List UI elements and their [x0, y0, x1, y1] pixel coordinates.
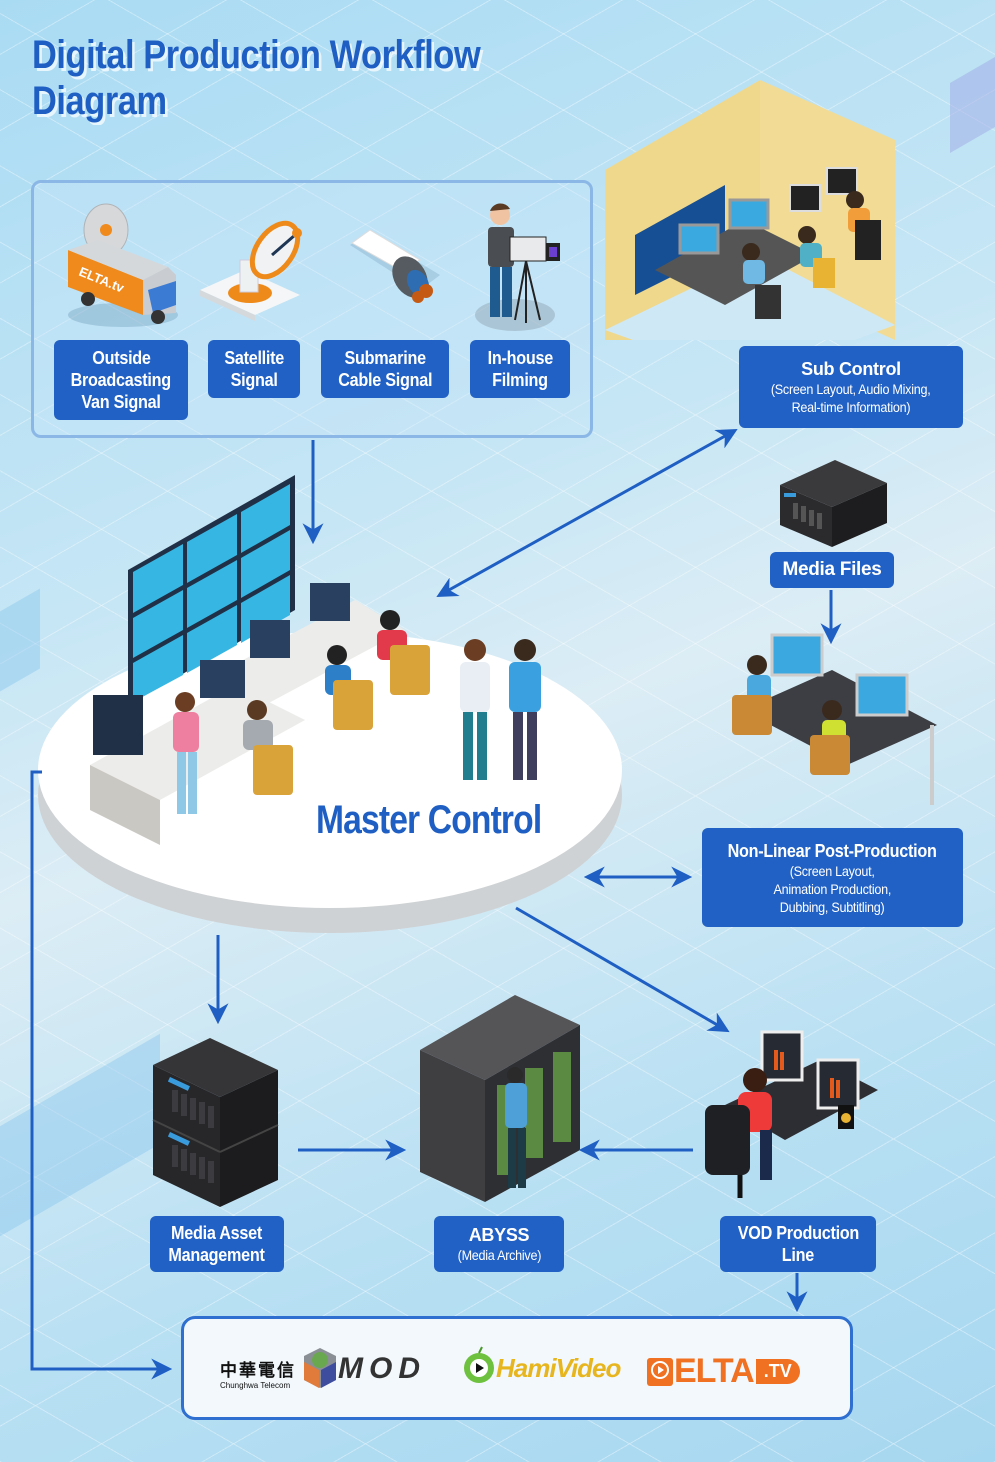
title-line-2: Diagram — [32, 79, 167, 123]
label-line: In-house — [487, 348, 553, 368]
vod-editor-illustration — [705, 1030, 878, 1198]
chunghwa-telecom-logo: 中華電信 Chunghwa Telecom — [220, 1356, 296, 1390]
media-files-label: Media Files — [770, 552, 894, 588]
post-production-detail: Animation Production, — [773, 880, 892, 897]
chunghwa-telecom-en: Chunghwa Telecom — [220, 1381, 291, 1390]
post-production-title: Non-Linear Post-Production — [728, 840, 937, 861]
abyss-detail: (Media Archive) — [457, 1247, 541, 1263]
master-control-room-illustration — [38, 475, 622, 933]
abyss-label: ABYSS (Media Archive) — [434, 1216, 564, 1272]
page-title: Digital Production Workflow Diagram — [32, 32, 548, 124]
post-production-label: Non-Linear Post-Production (Screen Layou… — [702, 828, 963, 927]
source-label-submarine: Submarine Cable Signal — [321, 340, 449, 398]
hami-mascot-icon — [464, 1346, 494, 1383]
mod-logo: MOD — [302, 1346, 426, 1392]
satellite-dish-icon — [200, 220, 302, 321]
media-asset-label: Media Asset Management — [150, 1216, 284, 1272]
source-label-ob-van: Outside Broadcasting Van Signal — [54, 340, 188, 420]
master-control-label: Master Control — [316, 798, 542, 842]
hami-video-logo: HamiVideo — [462, 1346, 621, 1390]
label-line: Broadcasting — [70, 370, 172, 390]
nas-server-stack-icon — [152, 1038, 279, 1207]
label-line: VOD Production — [737, 1223, 859, 1243]
elta-tv-logo: ELTA .TV — [646, 1352, 800, 1391]
source-label-satellite: Satellite Signal — [208, 340, 300, 398]
title-line-1: Digital Production Workflow — [32, 33, 481, 77]
label-line: Submarine — [344, 348, 426, 368]
server-racks-icon — [420, 995, 580, 1202]
post-production-detail: (Screen Layout, — [790, 862, 875, 879]
source-label-in-house: In-house Filming — [470, 340, 570, 398]
decorative-block — [0, 1033, 160, 1237]
submarine-cable-icon — [350, 229, 440, 303]
label-line: Outside — [91, 348, 151, 368]
storage-server-icon — [780, 460, 887, 547]
sub-control-detail: Real-time Information) — [791, 399, 911, 415]
label-line: Management — [168, 1245, 266, 1265]
label-line: Media Asset — [171, 1223, 263, 1243]
decorative-block — [0, 588, 40, 692]
sub-control-detail: (Screen Layout, Audio Mixing, — [771, 381, 931, 397]
label-line: Filming — [492, 370, 548, 390]
sub-control-title: Sub Control — [801, 359, 901, 379]
sub-control-label: Sub Control (Screen Layout, Audio Mixing… — [739, 346, 963, 428]
chunghwa-telecom-cn: 中華電信 — [220, 1361, 296, 1380]
decorative-block — [950, 57, 995, 153]
elta-text: ELTA — [674, 1352, 755, 1390]
label-line: Van Signal — [81, 392, 161, 412]
vod-label: VOD Production Line — [720, 1216, 876, 1272]
media-files-text: Media Files — [782, 559, 882, 580]
label-line: Line — [781, 1245, 815, 1265]
abyss-title: ABYSS — [468, 1225, 530, 1245]
mod-cube-icon — [304, 1348, 336, 1388]
elta-play-icon — [647, 1357, 673, 1386]
ob-van-icon: ELTA.tv — [68, 203, 178, 327]
elta-tv-suffix: .TV — [755, 1359, 800, 1384]
hami-video-text: HamiVideo — [496, 1352, 621, 1383]
distribution-platforms-box — [181, 1316, 853, 1420]
mod-text: MOD — [338, 1352, 426, 1385]
editing-workstation-illustration — [732, 633, 937, 805]
camera-operator-icon — [475, 203, 560, 331]
label-line: Satellite — [224, 348, 284, 368]
sub-control-room-illustration — [605, 80, 895, 340]
label-line: Cable Signal — [338, 370, 432, 390]
label-line: Signal — [230, 370, 278, 390]
post-production-detail: Dubbing, Subtitling) — [780, 898, 885, 915]
